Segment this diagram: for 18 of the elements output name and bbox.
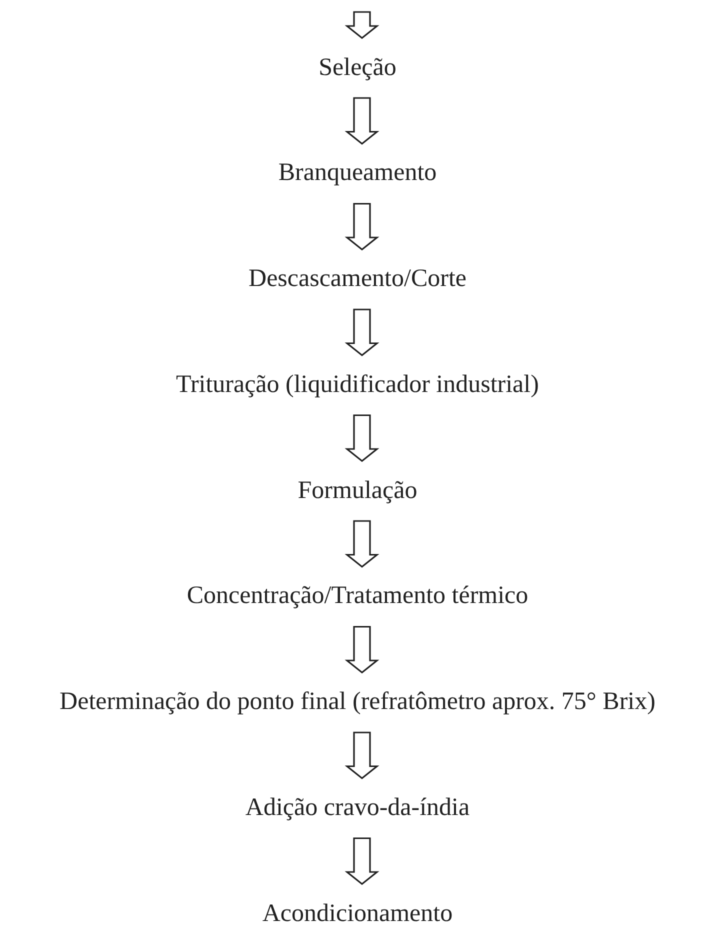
step-label: Determinação do ponto final (refratômetro aprox. 75° Brix): [60, 688, 656, 717]
block-arrow: [344, 520, 380, 568]
block-arrow: [344, 308, 380, 356]
block-arrow: [344, 626, 380, 674]
step-label: Adição cravo-da-índia: [245, 794, 470, 823]
block-arrow: [344, 202, 380, 251]
block-arrow: [344, 837, 380, 886]
step-label: Acondicionamento: [262, 900, 453, 926]
step-label: Concentração/Tratamento térmico: [186, 582, 528, 612]
block-arrow: [344, 414, 380, 462]
step-label: Branqueamento: [278, 159, 437, 188]
step-label: Trituração (liquidificador industrial): [176, 370, 539, 400]
step-label: Formulação: [298, 476, 418, 506]
block-arrow: [344, 11, 380, 40]
block-arrow: [344, 732, 380, 780]
step-label: Seleção: [318, 54, 396, 82]
block-arrow: [344, 97, 380, 145]
step-label: Descascamento/Corte: [248, 265, 466, 294]
